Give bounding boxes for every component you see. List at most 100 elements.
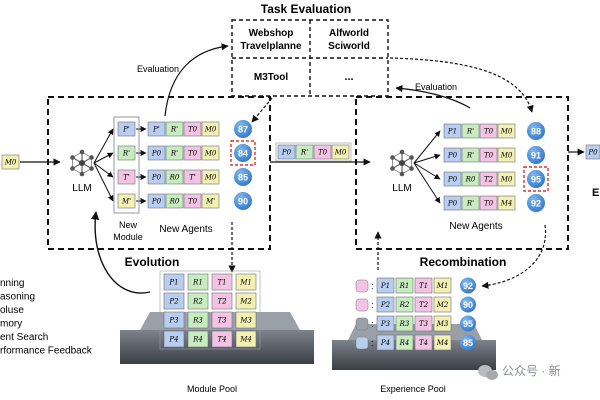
new-module-cell-3: M' [117, 193, 136, 209]
evolution-agent-3-cell-2: T0 [183, 193, 202, 209]
evolution-agent-2-cell-1-label: R0 [169, 174, 180, 182]
evolution-agent-3-score-value: 90 [238, 197, 248, 207]
recombination-agent-0-cell-2-box [479, 123, 498, 139]
evolution-agent-2-score-circle [234, 168, 252, 186]
recombination-panel [355, 96, 569, 250]
recombination-agent-2-score: 95 [527, 170, 545, 188]
task-evaluation-title: Task Evaluation [261, 2, 351, 16]
llm-node [70, 155, 75, 160]
evolution-agent-0-cell-0-box [147, 121, 166, 137]
experience-pool-cell-1-0-label: P2 [380, 301, 391, 309]
recombination-agent-0-cell-0-label: P1 [447, 128, 457, 136]
evolution-agent-3-cell-2-label: T0 [188, 198, 198, 206]
experience-pool-row-2-score: 95 [460, 315, 476, 332]
new-module-column-outline [113, 116, 140, 214]
experience-pool-row-2-score-circle [460, 315, 476, 332]
task-box-more: ... [344, 71, 353, 83]
recombination-agent-0-cell-2: T0 [479, 123, 498, 139]
evaluation-arrow-right-out [395, 84, 471, 109]
experience-pool-row-3-score-value: 85 [463, 338, 473, 348]
evolution-agent-2-cell-0: P0 [147, 169, 166, 185]
llm-node [79, 171, 85, 177]
new-module-cell-1-box [117, 145, 136, 161]
module-pool-cell-0-3-box [235, 273, 257, 291]
module-pool-cell-0-0-label: P1 [168, 279, 178, 287]
recombination-agent-2-cell-1-box [461, 171, 480, 187]
experience-pool-cell-3-3: M4 [433, 334, 452, 351]
module-pool-cell-1-1: R2 [187, 292, 209, 310]
module-type-item: oluse [0, 305, 24, 316]
recombination-agent-1-cell-2-label: T0 [484, 152, 494, 160]
module-pool-label: Module Pool [187, 384, 237, 394]
agent-avatar-icon [355, 279, 369, 293]
experience-pool-cell-0-3-label: M1 [436, 282, 449, 290]
experience-pool-cell-0-1-box [395, 277, 414, 294]
evolution-agent-0-cell-3-label: M0 [204, 126, 217, 134]
recombination-agent-2-cell-0: P0 [443, 171, 462, 187]
llm-label-right: LLM [392, 183, 411, 194]
evolution-agent-3-cell-1-label: R0 [169, 198, 180, 206]
module-pool-cell-3-1-label: R4 [192, 336, 203, 344]
module-pool-cell-3-3: M4 [235, 330, 257, 348]
module-pool-cell-0-1-label: R1 [192, 279, 203, 287]
recombination-agent-1-cell-0: P0 [443, 147, 462, 163]
recombination-title: Recombination [420, 255, 507, 269]
evolution-agent-3-score-circle [234, 192, 252, 210]
evolution-agent-0-cell-2-box [183, 121, 202, 137]
evolution-agent-3-cell-0-box [147, 193, 166, 209]
new-module-cell-2-label: T' [123, 174, 130, 182]
module-pool-cell-0-2: T1 [211, 273, 233, 291]
new-agents-label-left: New Agents [159, 224, 212, 235]
module-pool-cell-2-1: R3 [187, 311, 209, 329]
module-pool-cell-1-1-box [187, 292, 209, 310]
evolution-title: Evolution [125, 255, 180, 269]
module-pool-cell-1-3-label: M2 [239, 298, 252, 306]
llm-to-agent-arrow [413, 162, 441, 204]
recombination-agent-2-cell-3-box [497, 171, 516, 187]
experience-pool-cell-3-3-box [433, 334, 452, 351]
evaluation-label-left: Evaluation [137, 64, 179, 74]
module-pool-cell-1-0-box [163, 292, 185, 310]
llm-node [399, 160, 405, 166]
recombination-agent-3-score-value: 92 [531, 199, 541, 209]
agent-avatar-icon [355, 298, 369, 312]
module-type-item: nning [0, 278, 24, 289]
llm-to-new-module-arrow [93, 152, 114, 164]
evolution-agent-2-cell-2-label: T' [189, 174, 196, 182]
recombination-agent-0-cell-3: M0 [497, 123, 516, 139]
module-pool-cell-3-2: T4 [211, 330, 233, 348]
recombination-agent-1-cell-0-label: P0 [447, 152, 458, 160]
module-pool-cell-0-0: P1 [163, 273, 185, 291]
evolution-agent-2-cell-3-label: M0 [204, 174, 217, 182]
new-module-cell-1: R' [117, 145, 136, 161]
experience-pool-row-1-score: 90 [460, 296, 476, 313]
recombination-agent-0-cell-1-label: R' [466, 128, 474, 136]
transfer-agent-cell-1: R' [295, 144, 314, 160]
transfer-agent-cell-0-box [277, 144, 296, 160]
recombination-agent-2-cell-2: T2 [479, 171, 498, 187]
new-module-cell-1-label: R' [122, 150, 130, 158]
new-module-cell-3-label: M' [121, 198, 131, 206]
llm-to-agent-arrow [413, 153, 441, 164]
evolution-agent-1-cell-0-box [147, 145, 166, 161]
evolution-agent-2-cell-3: M0 [201, 169, 220, 185]
experience-pool-cell-0-2-label: T1 [419, 282, 428, 290]
transfer-agent-cell-1-label: R' [300, 149, 308, 157]
evolution-agent-2-cell-1: R0 [165, 169, 184, 185]
llm-node [399, 149, 405, 155]
module-pool-cell-1-2-label: T2 [217, 298, 227, 306]
outgoing-agent-cell-0: P0 [585, 144, 600, 160]
selected-score-highlight [230, 140, 256, 166]
recombination-agent-1-score: 91 [527, 146, 545, 164]
experience-pool-cell-3-2-box [414, 334, 433, 351]
module-pool-cell-2-1-label: R3 [192, 317, 203, 325]
module-pool-cell-0-3: M1 [235, 273, 257, 291]
right-edge-text: E [592, 187, 599, 199]
module-pool-cell-0-1-box [187, 273, 209, 291]
evolution-agent-1-cell-0: P0 [147, 145, 166, 161]
experience-pool-cell-1-0: P2 [376, 296, 395, 313]
recombination-agent-2-cell-2-box [479, 171, 498, 187]
module-pool-cell-0-1: R1 [187, 273, 209, 291]
module-pool-cell-0-3-label: M1 [239, 279, 252, 287]
